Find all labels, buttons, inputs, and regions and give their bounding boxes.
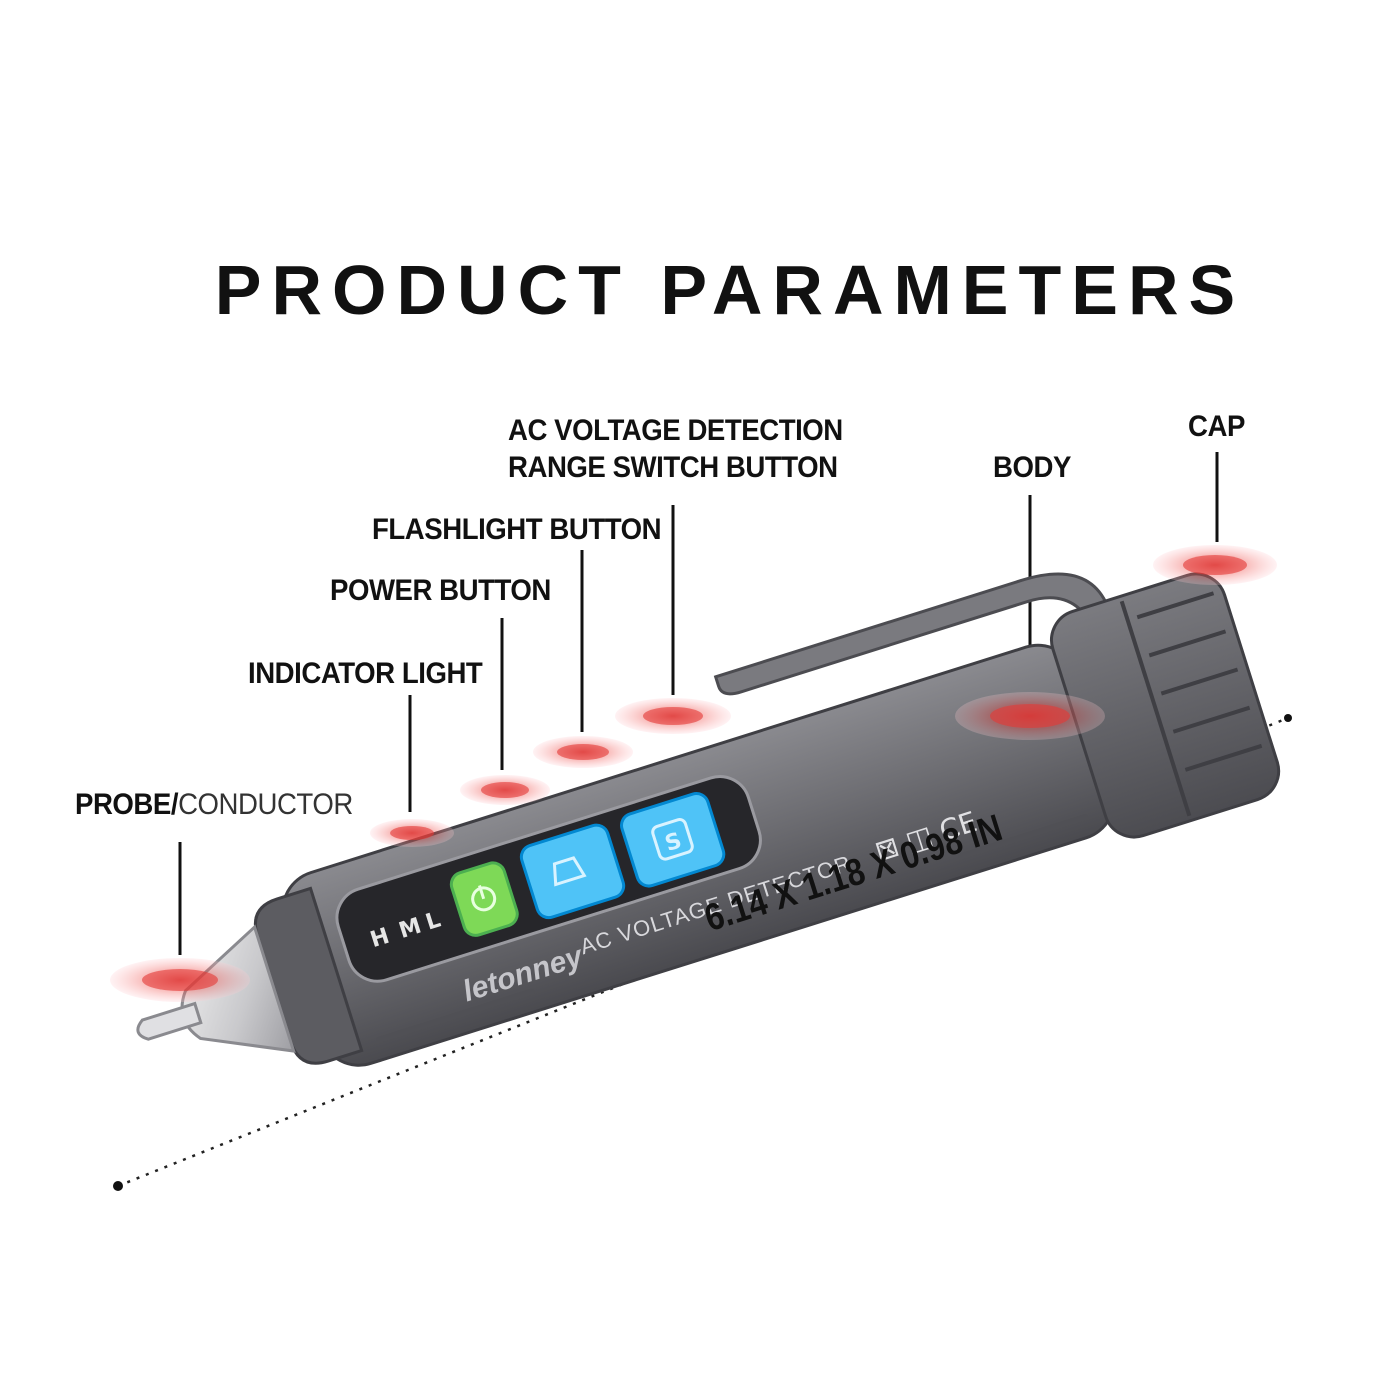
- label-indicator-light: INDICATOR LIGHT: [248, 657, 483, 690]
- label-body: BODY: [993, 451, 1071, 484]
- range-switch-icon: [651, 818, 694, 861]
- probe-conductor: [136, 1001, 203, 1041]
- flashlight-button[interactable]: [518, 822, 626, 921]
- label-power-button: POWER BUTTON: [330, 574, 551, 607]
- flashlight-icon: [552, 856, 587, 887]
- label-probe: PROBE/: [75, 788, 179, 821]
- label-range-line2: RANGE SWITCH BUTTON: [508, 451, 838, 484]
- label-range-line1: AC VOLTAGE DETECTION: [508, 414, 843, 447]
- label-probe-conductor: PROBE/CONDUCTOR: [75, 788, 353, 822]
- svg-text:S: S: [662, 828, 685, 857]
- label-flashlight-button: FLASHLIGHT BUTTON: [372, 513, 662, 546]
- range-switch-button[interactable]: [618, 790, 726, 889]
- power-button[interactable]: [448, 860, 520, 939]
- dimension-endpoint: [113, 1181, 123, 1191]
- page-title: PRODUCT PARAMETERS: [214, 251, 1246, 329]
- label-cap: CAP: [1188, 410, 1245, 443]
- dimension-endpoint: [1284, 714, 1292, 722]
- label-conductor: CONDUCTOR: [178, 788, 353, 821]
- marker-rings: [110, 545, 1277, 1002]
